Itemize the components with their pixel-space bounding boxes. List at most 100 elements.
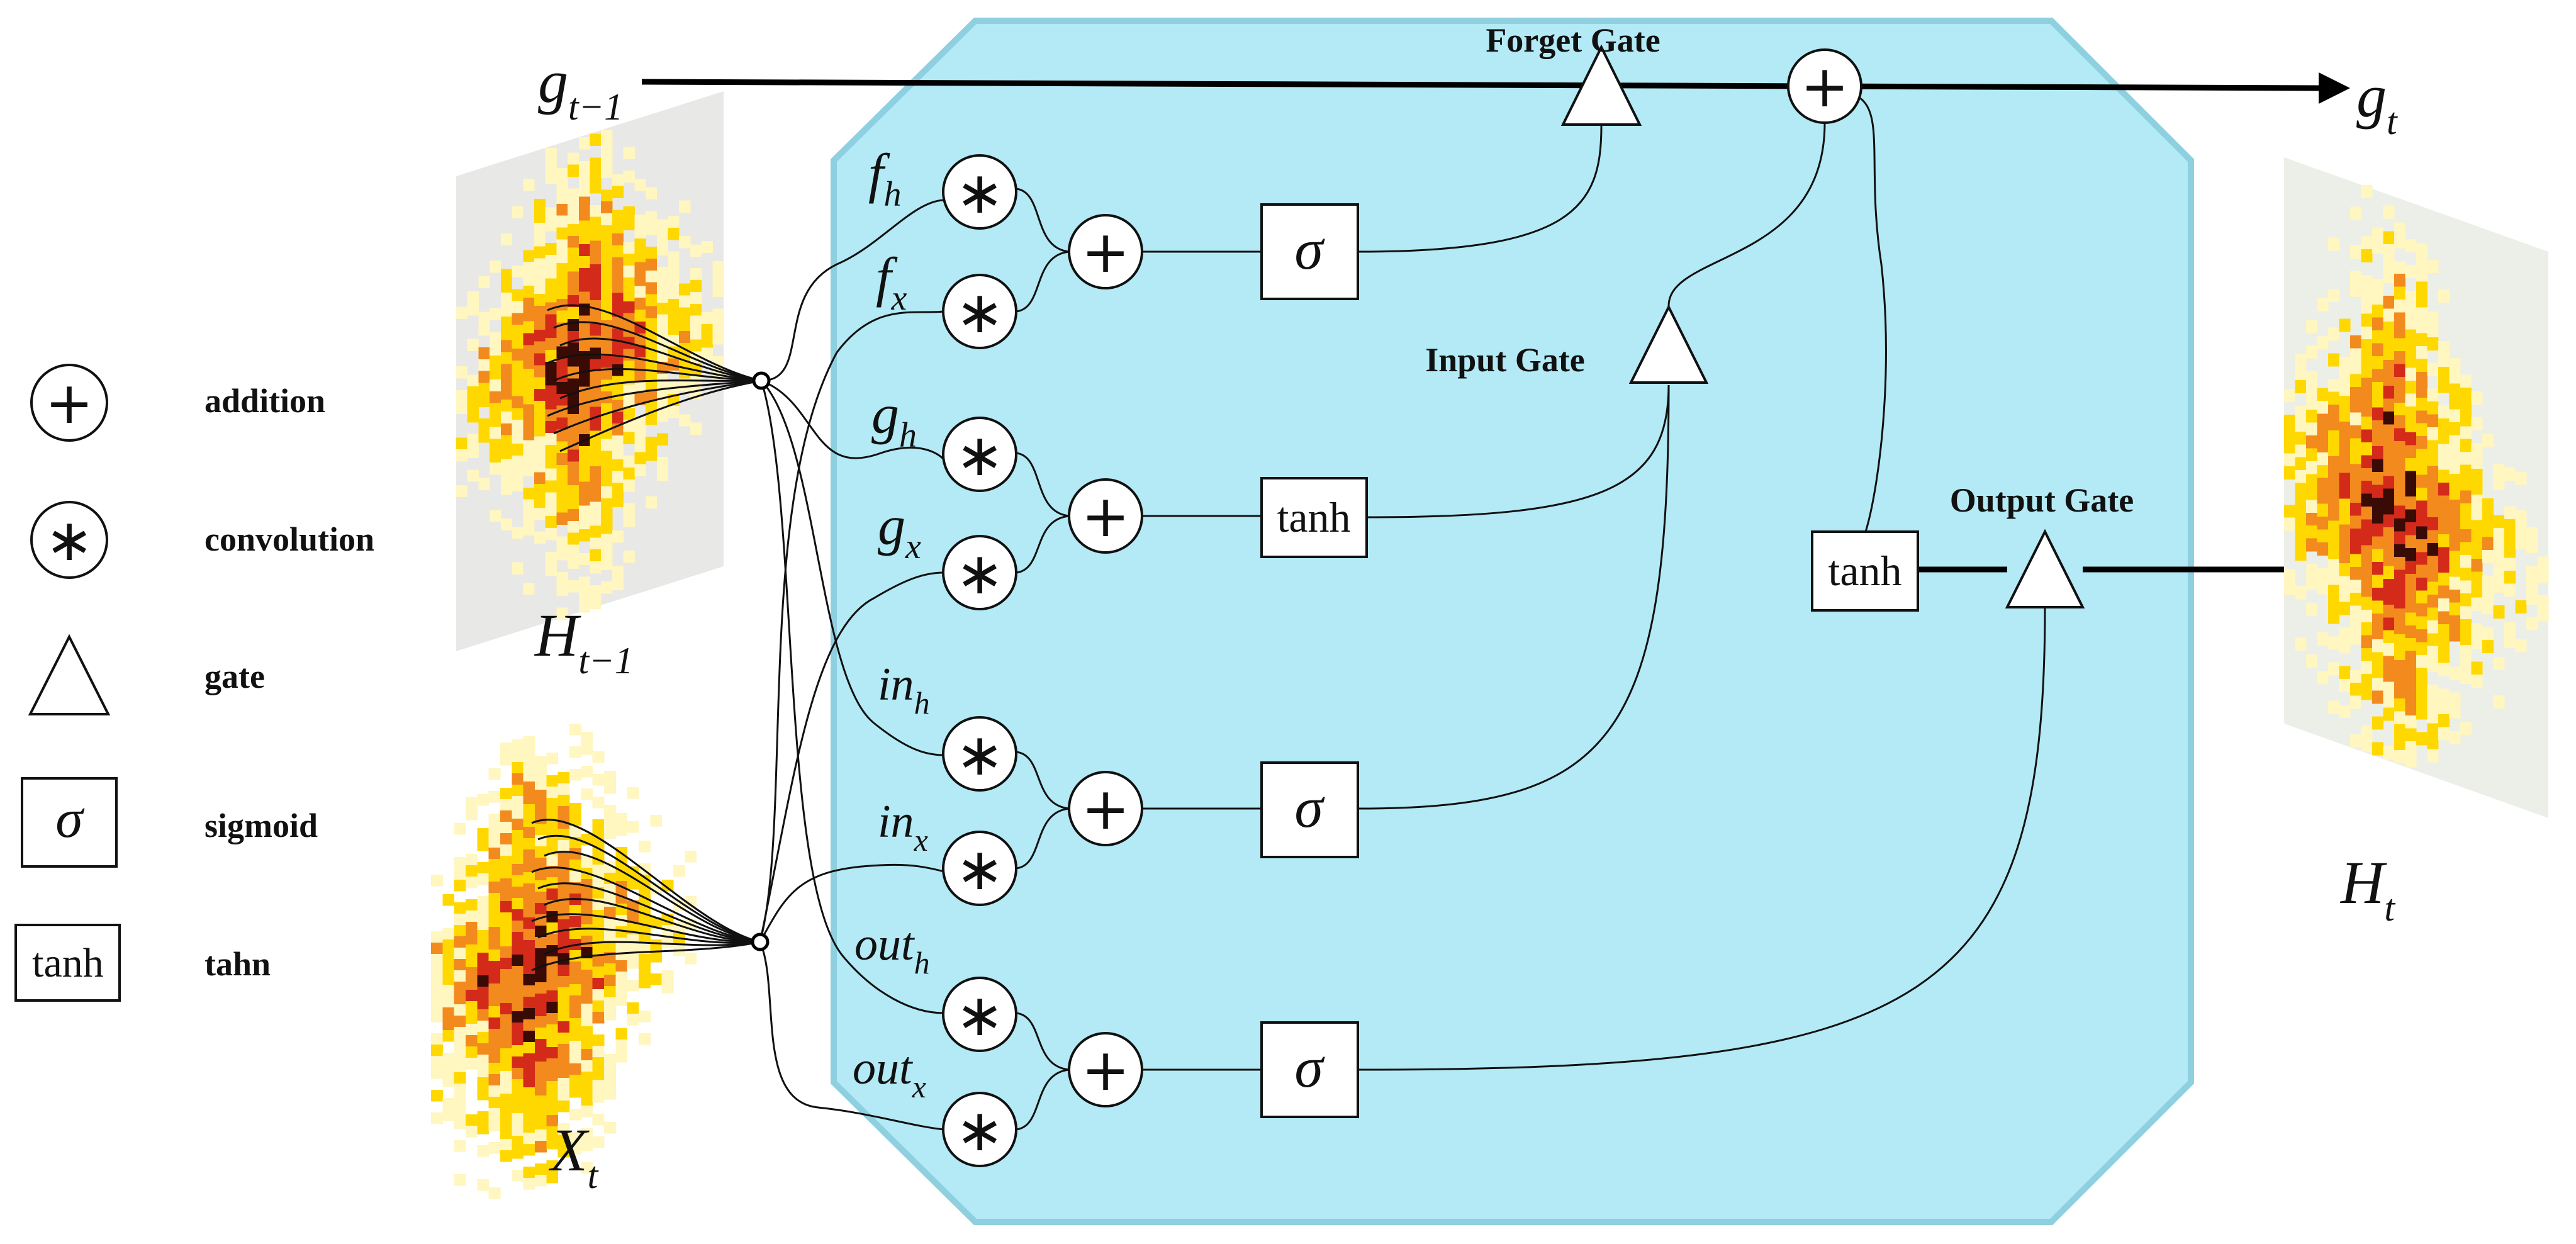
svg-text:tanh: tanh — [1277, 493, 1350, 541]
forget-gate-icon — [1560, 44, 1642, 126]
wire-tanh-input-gate — [1366, 384, 1670, 518]
svg-text:+: + — [1081, 1036, 1129, 1104]
svg-text:∗: ∗ — [955, 836, 1004, 903]
wires — [759, 93, 2284, 1131]
legend-label-sigmoid: sigmoid — [204, 807, 318, 844]
wire-sigma-input-gate — [1357, 384, 1670, 810]
sigmoid-symbol: σ — [55, 788, 85, 849]
wire-hprev-fh — [761, 199, 944, 382]
add-node-g: + — [1068, 478, 1143, 554]
label-g-next: gt — [2356, 62, 2398, 142]
svg-text:σ: σ — [1294, 217, 1325, 281]
state-line — [641, 72, 2350, 104]
svg-text:σ: σ — [1294, 775, 1325, 839]
wire-x-inx — [759, 863, 944, 943]
fan-wires-x-t — [531, 819, 761, 972]
svg-text:∗: ∗ — [955, 982, 1004, 1049]
conv-labels: fh fx gh gx inh inx outh outx — [853, 143, 930, 1104]
svg-text:σ: σ — [1294, 1035, 1325, 1099]
label-outh: outh — [854, 919, 930, 980]
tanh-box-candidate: tanh — [1260, 477, 1368, 558]
sigma-box-output: σ — [1260, 1021, 1359, 1118]
legend-item-tanh: tanh tahn — [14, 924, 271, 1002]
label-inx: inx — [878, 796, 928, 858]
add-node-out: + — [1068, 1032, 1143, 1107]
tanh-symbol: tanh — [32, 940, 104, 986]
state-arrow-line — [641, 79, 2322, 91]
svg-text:∗: ∗ — [955, 540, 1004, 607]
fan-wires-h-prev — [547, 304, 762, 452]
wire-x-outx — [759, 941, 944, 1131]
legend: + addition ∗ convolution gate σ sigmoid … — [14, 364, 374, 1002]
output-gate-label: Output Gate — [1950, 481, 2134, 519]
wire-sigma-forget-gate — [1357, 125, 1603, 253]
sigma-box-input: σ — [1260, 761, 1359, 858]
input-gate-label: Input Gate — [1425, 341, 1585, 379]
addition-icon — [30, 364, 108, 442]
svg-text:∗: ∗ — [955, 422, 1004, 489]
svg-text:+: + — [1081, 218, 1129, 286]
wire-gh-add — [1016, 452, 1070, 517]
state-labels: gt−1 gt Ht−1 Xt Ht — [534, 48, 2398, 1196]
conv-lstm-cell — [831, 18, 2194, 1225]
junction-x-t — [751, 933, 770, 951]
addition-symbol: + — [45, 369, 93, 437]
add-nodes: + + + + + — [1068, 48, 1862, 1107]
tanh-icon — [14, 924, 121, 1002]
gates: Forget Gate Input Gate Output Gate — [1425, 21, 2134, 608]
junction-h-prev — [752, 371, 771, 390]
tanh-box-state: tanh — [1811, 530, 1919, 612]
conv-node-gh: ∗ — [942, 417, 1017, 492]
conv-node-inh: ∗ — [942, 716, 1017, 792]
legend-item-convolution: ∗ convolution — [30, 501, 374, 579]
legend-label-convolution: convolution — [204, 520, 374, 558]
convolution-symbol: ∗ — [45, 507, 93, 574]
legend-item-gate: gate — [28, 634, 265, 715]
wire-x-gx — [759, 571, 944, 943]
label-outx: outx — [853, 1043, 926, 1104]
wire-hprev-gh — [761, 379, 945, 461]
wire-inh-add — [1016, 751, 1070, 810]
label-h-prev: Ht−1 — [534, 602, 634, 681]
activation-boxes: σ tanh σ σ tanh — [1260, 203, 1919, 1118]
svg-text:∗: ∗ — [955, 1097, 1004, 1164]
legend-item-sigmoid: σ sigmoid — [21, 777, 318, 868]
wire-inx-add — [1016, 807, 1070, 870]
svg-text:∗: ∗ — [955, 279, 1004, 346]
gate-icon — [28, 634, 111, 715]
svg-text:+: + — [1081, 483, 1129, 550]
conv-node-fx: ∗ — [942, 274, 1017, 349]
conv-node-outx: ∗ — [942, 1092, 1017, 1167]
label-inh: inh — [878, 659, 930, 720]
svg-text:tanh: tanh — [1828, 547, 1901, 595]
state-arrow-head — [2319, 72, 2350, 104]
add-node-in: + — [1068, 771, 1143, 846]
heatmap-h-t — [2284, 157, 2549, 818]
label-gh: gh — [871, 384, 917, 455]
svg-text:∗: ∗ — [955, 721, 1004, 788]
conv-nodes: ∗ ∗ ∗ ∗ ∗ ∗ ∗ ∗ — [942, 154, 1017, 1167]
legend-label-addition: addition — [204, 382, 325, 420]
svg-text:+: + — [1800, 53, 1849, 120]
wire-fh-add — [1016, 188, 1070, 253]
input-gate-icon — [1628, 304, 1709, 384]
label-g-prev: gt−1 — [538, 48, 623, 128]
label-h-t: Ht — [2339, 849, 2395, 929]
add-node-f: + — [1068, 214, 1143, 289]
label-x-t: Xt — [548, 1116, 599, 1196]
wire-add-tanh — [1852, 93, 1887, 532]
wire-hprev-inh — [760, 379, 944, 756]
wire-sigma-output-gate — [1357, 607, 2046, 1071]
conv-node-inx: ∗ — [942, 831, 1017, 906]
legend-label-gate: gate — [204, 658, 265, 695]
legend-label-tanh: tahn — [204, 945, 271, 983]
wire-gx-add — [1016, 515, 1070, 574]
wire-outx-add — [1016, 1068, 1070, 1131]
wire-fx-add — [1016, 250, 1070, 313]
svg-text:+: + — [1081, 775, 1129, 843]
svg-text:∗: ∗ — [955, 159, 1004, 227]
add-node-state: + — [1787, 48, 1862, 124]
sigmoid-icon — [21, 777, 118, 868]
wire-x-fx — [759, 310, 944, 943]
